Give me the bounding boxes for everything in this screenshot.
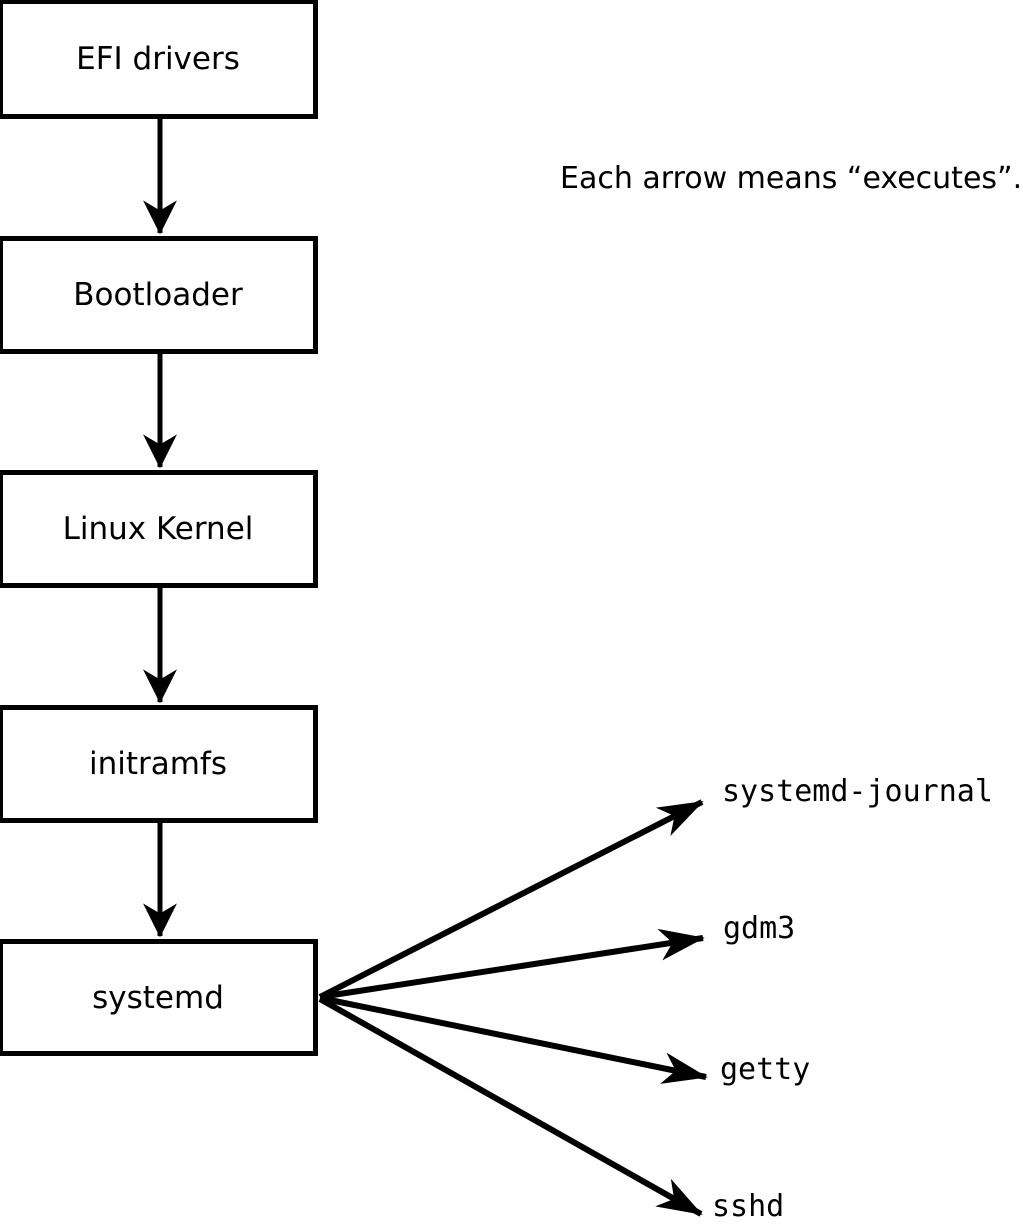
node-bootloader: Bootloader <box>0 236 318 354</box>
node-initramfs: initramfs <box>0 705 318 823</box>
arrow-systemd-to-getty <box>319 995 708 1084</box>
node-systemd-label: systemd <box>92 979 224 1016</box>
arrow-systemd-to-sshd <box>318 996 703 1217</box>
target-label-getty: getty <box>720 1052 811 1087</box>
node-efi-drivers: EFI drivers <box>0 0 318 119</box>
arrow-systemd-to-gdm3 <box>319 928 705 1000</box>
target-label-sshd: sshd <box>712 1189 785 1224</box>
node-efi-drivers-label: EFI drivers <box>76 41 240 77</box>
arrow-systemd-to-journal <box>318 799 704 1000</box>
node-bootloader-label: Bootloader <box>73 277 243 313</box>
node-linux-kernel-label: Linux Kernel <box>62 511 254 547</box>
target-label-gdm3: gdm3 <box>723 911 796 946</box>
node-initramfs-label: initramfs <box>88 746 228 782</box>
node-systemd: systemd <box>0 939 318 1056</box>
legend-annotation: Each arrow means “executes”. <box>560 161 1023 196</box>
node-linux-kernel: Linux Kernel <box>0 470 318 588</box>
target-label-systemd-journal: systemd-journal <box>722 774 993 809</box>
